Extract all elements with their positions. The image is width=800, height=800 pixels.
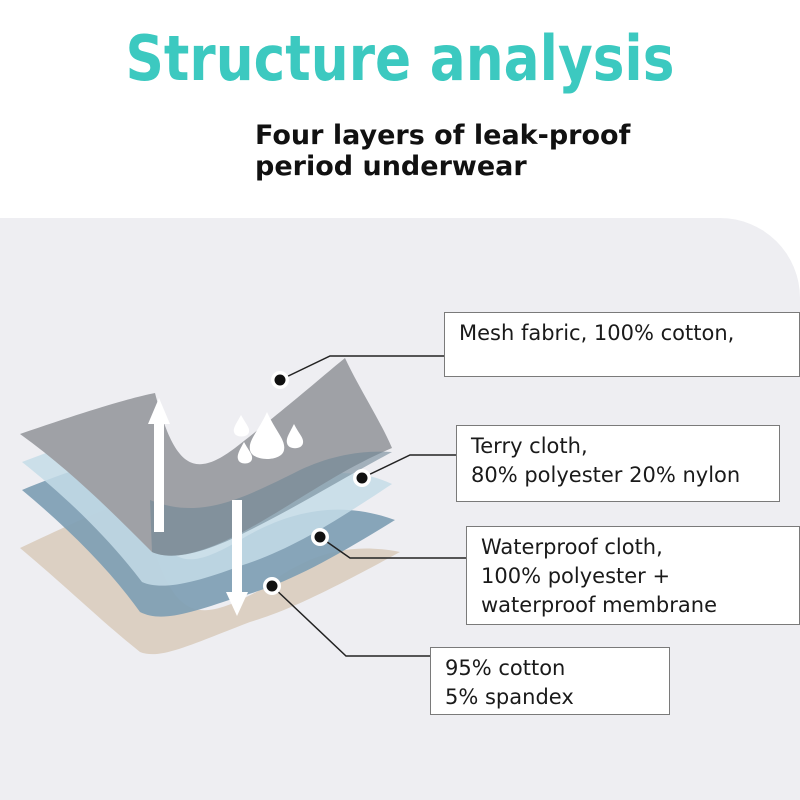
marker-mesh <box>271 371 289 389</box>
connector-lines <box>271 355 466 657</box>
connector-mesh <box>279 355 444 381</box>
subtitle-line-1: Four layers of leak-proof <box>255 120 631 151</box>
mesh-layer <box>20 358 392 556</box>
mesh-label-line-1: Mesh fabric, 100% cotton, <box>459 321 735 345</box>
cotton-layer-label: 95% cotton 5% spandex <box>430 647 670 715</box>
arrow-down-icon <box>226 500 248 616</box>
mesh-layer-label: Mesh fabric, 100% cotton, <box>444 312 800 377</box>
terry-label-line-1: Terry cloth, <box>471 434 588 458</box>
marker-dots <box>263 371 371 595</box>
subtitle-line-2: period underwear <box>255 151 527 182</box>
terry-layer-label: Terry cloth, 80% polyester 20% nylon <box>456 425 780 502</box>
mesh-layer-shadow <box>150 451 392 556</box>
connector-terry <box>361 454 456 479</box>
marker-waterproof <box>311 528 329 546</box>
marker-terry <box>353 469 371 487</box>
cotton-label-line-2: 5% spandex <box>445 685 574 709</box>
terry-label-line-2: 80% polyester 20% nylon <box>471 463 741 487</box>
connector-cotton <box>271 585 430 657</box>
waterproof-label-line-2: 100% polyester + <box>481 564 671 588</box>
connector-waterproof <box>319 536 466 559</box>
arrow-up-icon <box>148 398 170 532</box>
page-title: Structure analysis <box>125 22 675 95</box>
waterproof-label-line-1: Waterproof cloth, <box>481 535 663 559</box>
water-drops-icon <box>233 412 304 464</box>
cotton-label-line-1: 95% cotton <box>445 656 566 680</box>
page-subtitle: Four layers of leak-proof period underwe… <box>255 120 630 182</box>
waterproof-label-line-3: waterproof membrane <box>481 593 717 617</box>
marker-cotton <box>263 577 281 595</box>
waterproof-layer-label: Waterproof cloth, 100% polyester + water… <box>466 526 800 625</box>
